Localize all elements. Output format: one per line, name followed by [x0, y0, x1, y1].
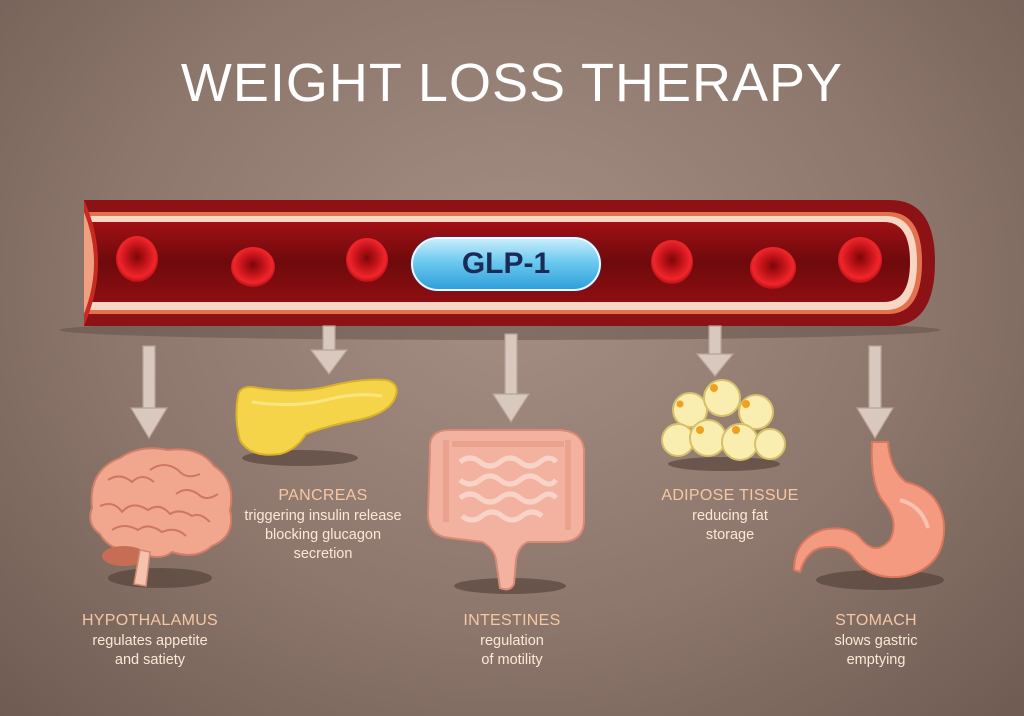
arrow-down-icon — [855, 345, 895, 440]
organ-description: storage — [705, 527, 755, 543]
label-pancreas: PANCREAS triggering insulin release bloc… — [218, 486, 428, 564]
organ-name: HYPOTHALAMUS — [81, 612, 219, 629]
arrow-down-icon — [695, 325, 735, 377]
adipose-tissue-icon — [661, 379, 786, 471]
blood-cell — [651, 240, 693, 284]
stomach-icon — [792, 441, 946, 590]
arrow-down-icon — [129, 345, 169, 440]
brain-icon — [89, 447, 233, 588]
organ-description: triggering insulin release — [244, 508, 402, 524]
organ-description: secretion — [293, 546, 353, 562]
organ-description: emptying — [846, 652, 906, 668]
organ-name: ADIPOSE TISSUE — [661, 487, 799, 504]
organ-description: slows gastric — [834, 633, 918, 649]
label-adipose-tissue: ADIPOSE TISSUE reducing fat storage — [630, 486, 830, 545]
arrow-down-icon — [309, 325, 349, 375]
blood-cell — [231, 247, 275, 287]
blood-cell — [750, 247, 796, 289]
blood-cell — [116, 236, 158, 282]
organ-description: regulation — [480, 633, 544, 649]
organ-name: INTESTINES — [463, 612, 561, 629]
organ-name: PANCREAS — [278, 487, 368, 504]
diagram-title: WEIGHT LOSS THERAPY — [180, 53, 844, 113]
organ-description: reducing fat — [692, 508, 768, 524]
arrow-down-icon — [491, 333, 531, 424]
organ-description: regulates appetite — [92, 633, 208, 649]
label-hypothalamus: HYPOTHALAMUS regulates appetite and sati… — [50, 611, 250, 670]
label-intestines: INTESTINES regulation of motility — [420, 611, 604, 670]
glp1-badge — [411, 237, 601, 291]
intestines-icon — [426, 429, 586, 594]
label-stomach: STOMACH slows gastric emptying — [790, 611, 962, 670]
organ-description: blocking glucagon — [264, 527, 382, 543]
organ-description: of motility — [481, 652, 543, 668]
blood-cell — [838, 237, 882, 283]
organ-name: STOMACH — [835, 612, 917, 629]
blood-cell — [346, 238, 388, 282]
glp1-label: GLP-1 — [461, 247, 551, 280]
organ-description: and satiety — [114, 652, 186, 668]
pancreas-icon — [235, 378, 398, 466]
